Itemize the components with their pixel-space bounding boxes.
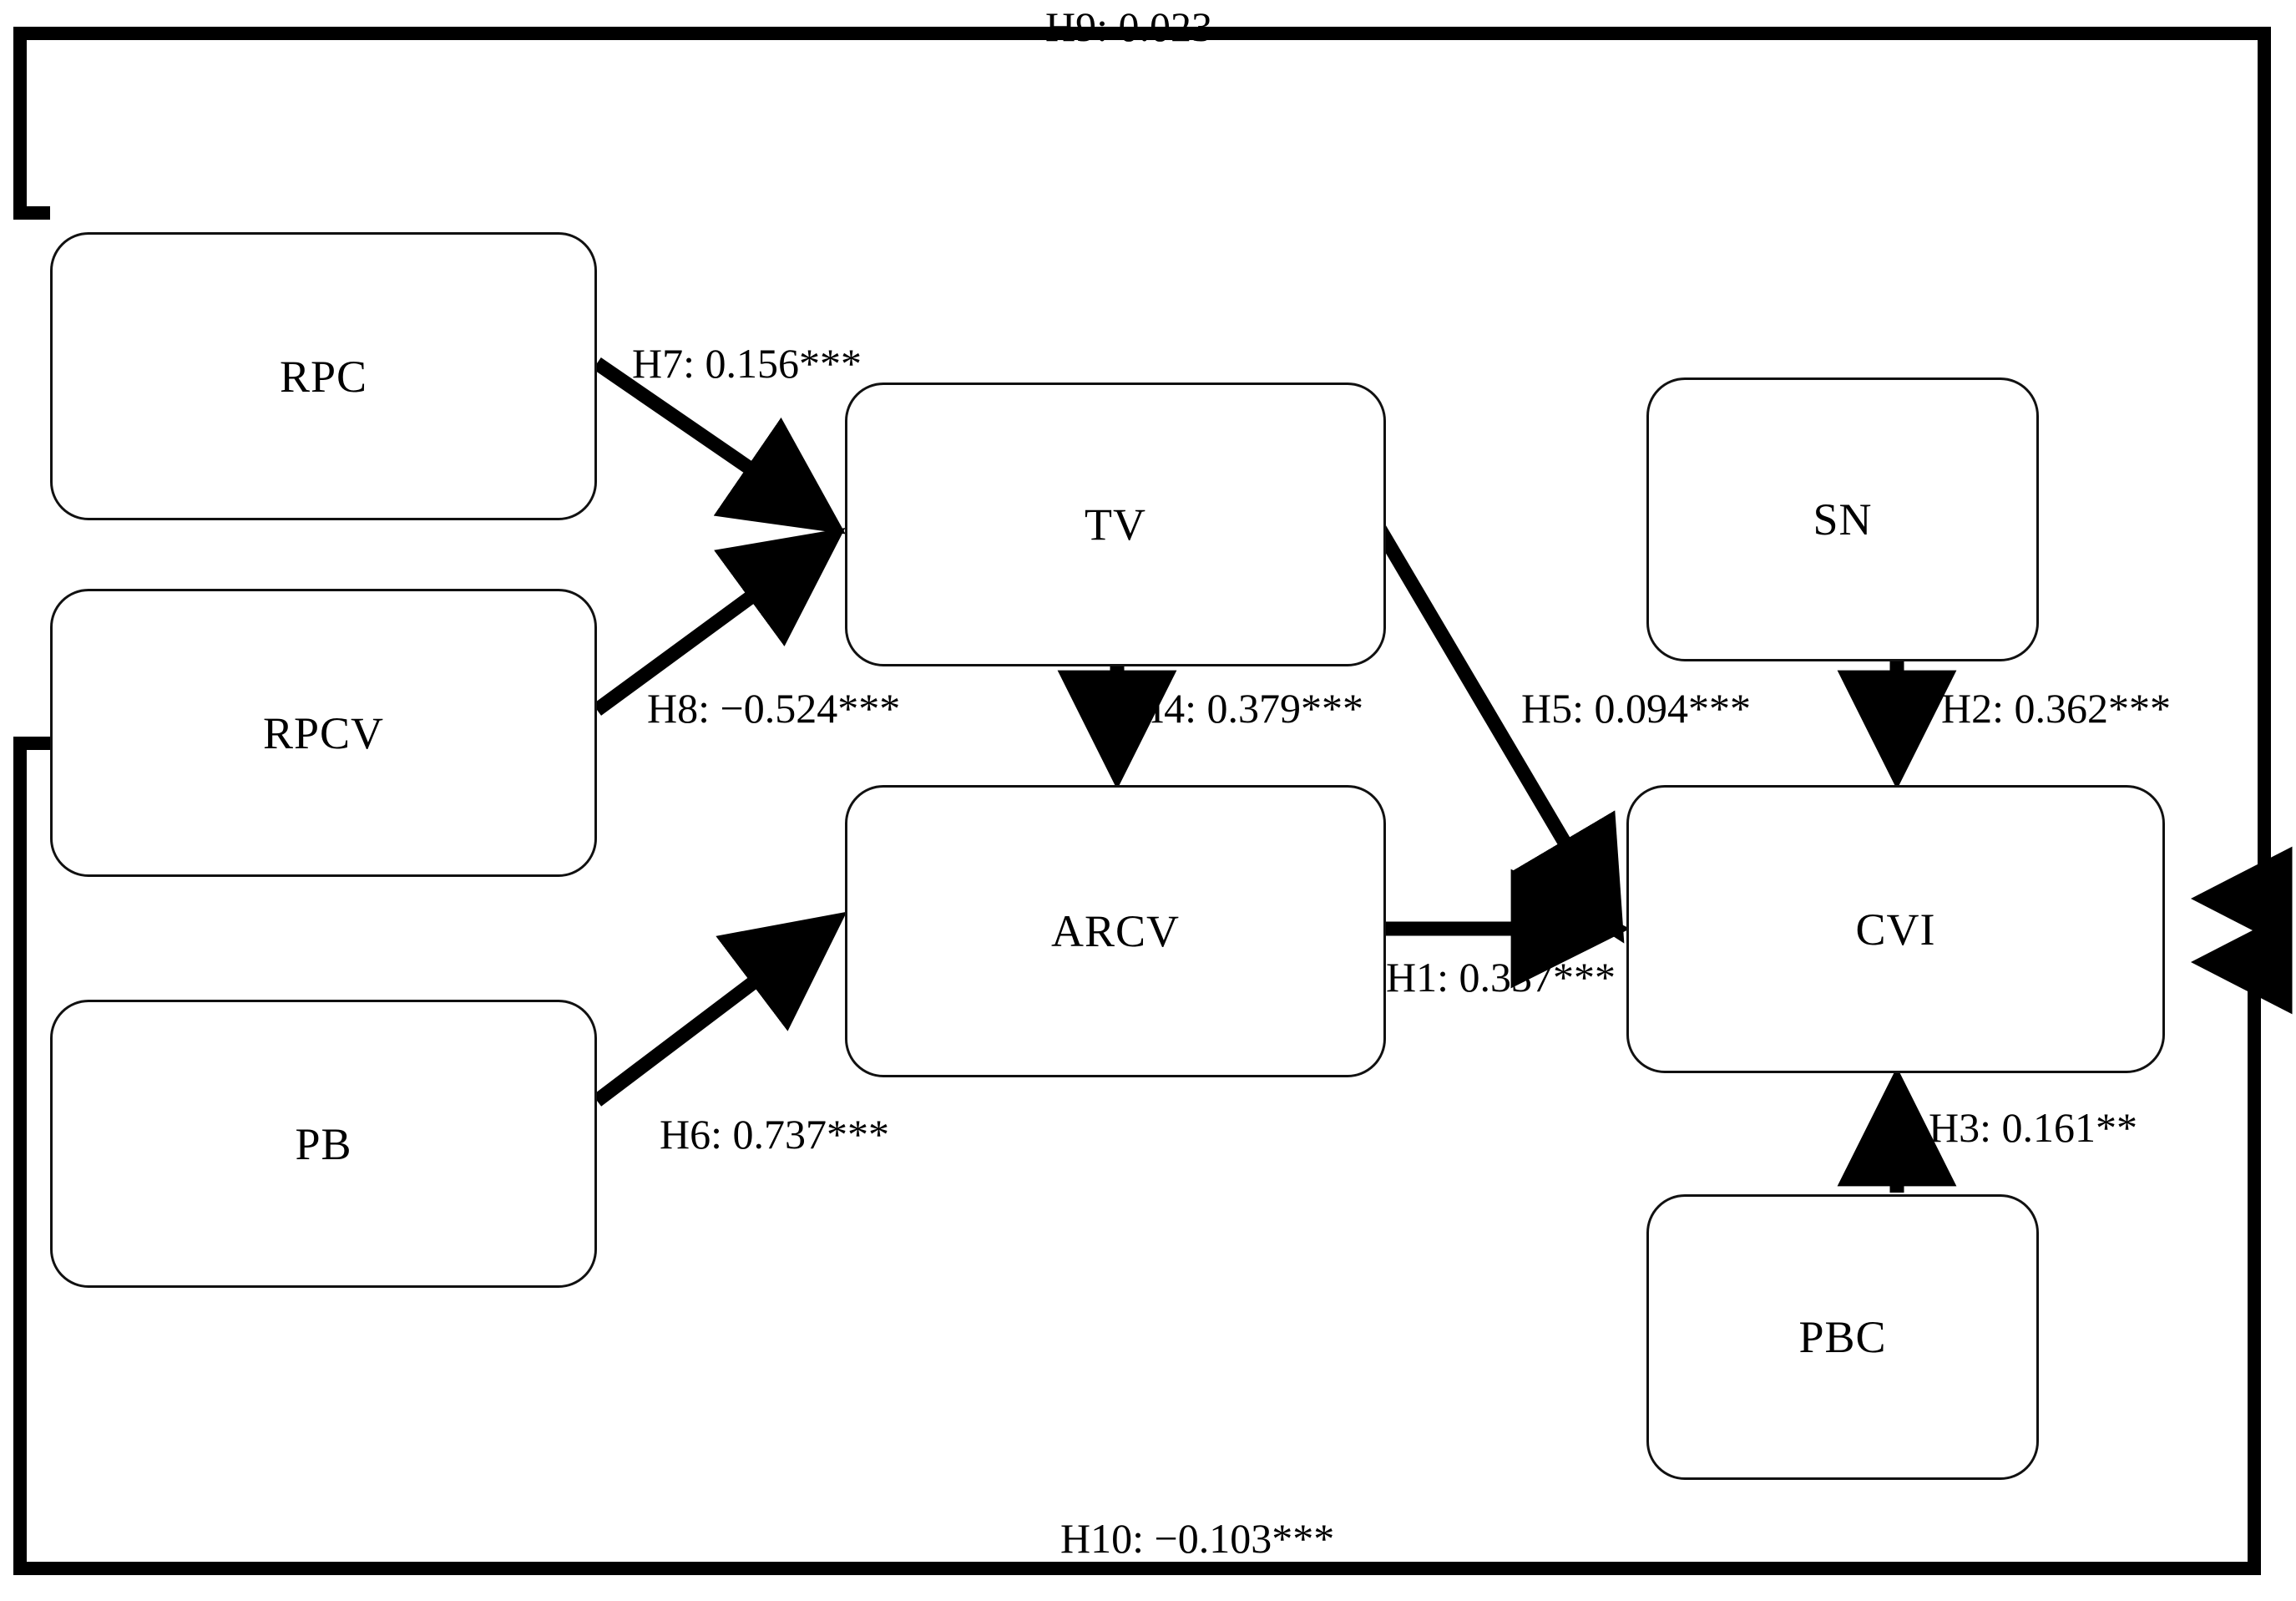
edge-label-h2: H2: 0.362*** <box>1941 685 2171 732</box>
node-arcv[interactable]: ARCV <box>845 785 1386 1077</box>
node-rpcv[interactable]: RPCV <box>50 589 597 877</box>
node-label-cvi: CVI <box>1855 904 1936 955</box>
node-sn[interactable]: SN <box>1646 377 2039 661</box>
node-label-sn: SN <box>1813 494 1873 545</box>
edge-label-h8: H8: −0.524*** <box>647 685 901 732</box>
node-label-tv: TV <box>1085 499 1146 550</box>
edge-path-h8 <box>592 527 846 716</box>
edge-label-h4: H4: 0.379*** <box>1134 685 1363 732</box>
edge-label-h1: H1: 0.337*** <box>1386 954 1616 1001</box>
edge-label-h9: H9: 0.023 <box>1045 3 1212 50</box>
edge-path-h10 <box>13 737 2293 1575</box>
node-pb[interactable]: PB <box>50 1000 597 1288</box>
edge-label-h6: H6: 0.737*** <box>660 1111 889 1158</box>
edge-label-h10: H10: −0.103*** <box>1060 1515 1335 1562</box>
node-label-rpcv: RPCV <box>262 707 385 758</box>
edge-path-h5 <box>1363 507 1625 944</box>
node-label-arcv: ARCV <box>1050 906 1181 956</box>
edge-label-h5: H5: 0.094*** <box>1521 685 1751 732</box>
node-label-rpc: RPC <box>279 351 368 402</box>
edge-path-h9 <box>13 27 2293 951</box>
edge-label-h3: H3: 0.161** <box>1929 1104 2137 1151</box>
edge-path-h6 <box>592 911 847 1107</box>
node-tv[interactable]: TV <box>845 383 1386 666</box>
node-label-pbc: PBC <box>1798 1312 1887 1362</box>
edge-path-h7 <box>593 357 846 535</box>
node-cvi[interactable]: CVI <box>1626 785 2165 1073</box>
edge-label-h7: H7: 0.156*** <box>632 340 862 387</box>
node-pbc[interactable]: PBC <box>1646 1194 2039 1480</box>
node-label-pb: PB <box>295 1118 352 1169</box>
node-rpc[interactable]: RPC <box>50 232 597 520</box>
